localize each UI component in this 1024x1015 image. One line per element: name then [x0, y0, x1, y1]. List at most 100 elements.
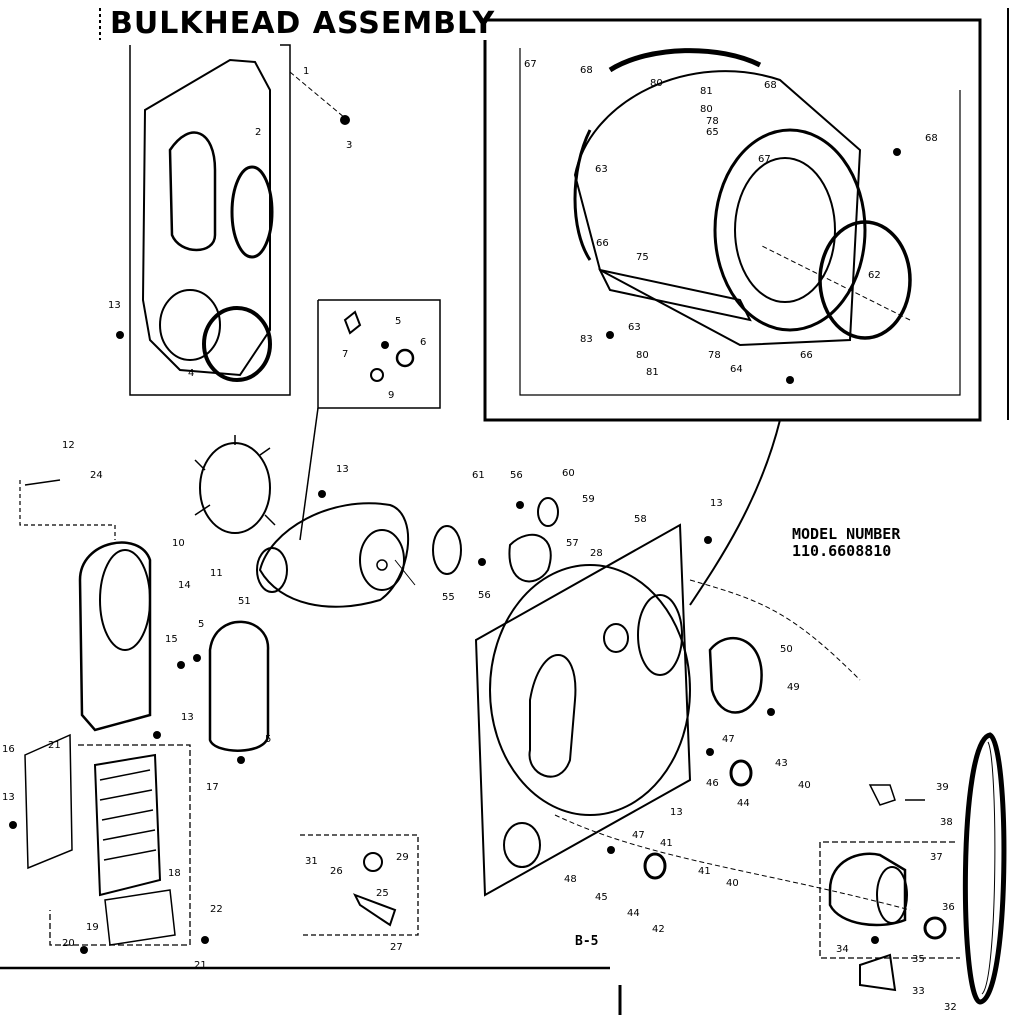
callout-78: 78: [708, 350, 721, 361]
callout-17: 17: [206, 782, 219, 793]
callout-6: 6: [420, 337, 426, 348]
model-number-value: 110.6608810: [792, 542, 892, 560]
frame-lines: [0, 8, 1009, 1015]
callout-68: 68: [580, 65, 593, 76]
callout-63: 63: [595, 164, 608, 175]
callout-80: 80: [700, 104, 713, 115]
callout-2: 2: [255, 127, 261, 138]
callout-67: 67: [758, 154, 771, 165]
callout-47: 47: [632, 830, 645, 841]
callout-41: 41: [660, 838, 673, 849]
callout-11: 11: [210, 568, 223, 579]
callout-10: 10: [172, 538, 185, 549]
callout-67: 67: [524, 59, 537, 70]
callout-66: 66: [596, 238, 609, 249]
callout-13: 13: [181, 712, 194, 723]
callout-20: 20: [62, 938, 75, 949]
callout-3: 3: [346, 140, 352, 151]
callout-50: 50: [780, 644, 793, 655]
bulkhead-panel-group: [129, 44, 350, 396]
page-title: BULKHEAD ASSEMBLY: [110, 6, 496, 41]
callout-7: 7: [342, 349, 348, 360]
callout-21: 21: [48, 740, 61, 751]
idler-group: [300, 834, 419, 936]
callout-35: 35: [912, 954, 925, 965]
callout-83: 83: [580, 334, 593, 345]
lens-group: [643, 636, 763, 880]
callout-29: 29: [396, 852, 409, 863]
callout-81: 81: [700, 86, 713, 97]
heater-group: [24, 733, 191, 946]
callout-64: 64: [730, 364, 743, 375]
front-bulkhead-drum-group: [480, 18, 982, 422]
callout-31: 31: [305, 856, 318, 867]
callout-18: 18: [168, 868, 181, 879]
callout-labels: 1 2 3 4 13 5 6 7 9 67 68 80 81 80 78 65 …: [2, 59, 957, 1013]
callout-44: 44: [627, 908, 640, 919]
callout-42: 42: [652, 924, 665, 935]
callout-19: 19: [86, 922, 99, 933]
callout-39: 39: [936, 782, 949, 793]
callout-56: 56: [510, 470, 523, 481]
callout-37: 37: [930, 852, 943, 863]
callout-63: 63: [628, 322, 641, 333]
callout-56: 56: [478, 590, 491, 601]
model-number-label: MODEL NUMBER: [792, 525, 901, 543]
callout-33: 33: [912, 986, 925, 997]
callout-13: 13: [670, 807, 683, 818]
motor-group: [819, 784, 960, 992]
callout-40: 40: [798, 780, 811, 791]
callout-14: 14: [178, 580, 191, 591]
callout-1: 1: [303, 66, 309, 77]
callout-55: 55: [442, 592, 455, 603]
callout-24: 24: [90, 470, 103, 481]
callout-21: 21: [194, 960, 207, 971]
callout-28: 28: [590, 548, 603, 559]
callout-4: 4: [188, 368, 194, 379]
callout-43: 43: [775, 758, 788, 769]
rear-bulkhead-group: [474, 419, 911, 911]
fasteners: [9, 148, 901, 954]
callout-68: 68: [925, 133, 938, 144]
callout-15: 15: [165, 634, 178, 645]
callout-16: 16: [2, 744, 15, 755]
callout-25: 25: [376, 888, 389, 899]
callout-5: 5: [395, 316, 401, 327]
callout-26: 26: [330, 866, 343, 877]
callout-13: 13: [108, 300, 121, 311]
callout-51: 51: [238, 596, 251, 607]
callout-66: 66: [800, 350, 813, 361]
callout-75: 75: [636, 252, 649, 263]
callout-49: 49: [787, 682, 800, 693]
callout-80: 80: [650, 78, 663, 89]
callout-61: 61: [472, 470, 485, 481]
callout-60: 60: [562, 468, 575, 479]
callout-22: 22: [210, 904, 223, 915]
model-number-block: MODEL NUMBER 110.6608810: [792, 526, 900, 560]
callout-5: 5: [265, 734, 271, 745]
callout-32: 32: [944, 1002, 957, 1013]
callout-34: 34: [836, 944, 849, 955]
callout-78: 78: [706, 116, 719, 127]
callout-38: 38: [940, 817, 953, 828]
callout-46: 46: [706, 778, 719, 789]
callout-36: 36: [942, 902, 955, 913]
callout-80: 80: [636, 350, 649, 361]
callout-58: 58: [634, 514, 647, 525]
callout-40: 40: [726, 878, 739, 889]
callout-68: 68: [764, 80, 777, 91]
callout-9: 9: [388, 390, 394, 401]
page-reference: B-5: [575, 934, 599, 949]
duct-group: [19, 479, 270, 752]
callout-81: 81: [646, 367, 659, 378]
callout-13: 13: [336, 464, 349, 475]
callout-5: 5: [198, 619, 204, 630]
belt-group: [962, 732, 1007, 1005]
seal-bearing-box-group: [299, 299, 441, 541]
callout-47: 47: [722, 734, 735, 745]
callout-45: 45: [595, 892, 608, 903]
callout-44: 44: [737, 798, 750, 809]
callout-57: 57: [566, 538, 579, 549]
